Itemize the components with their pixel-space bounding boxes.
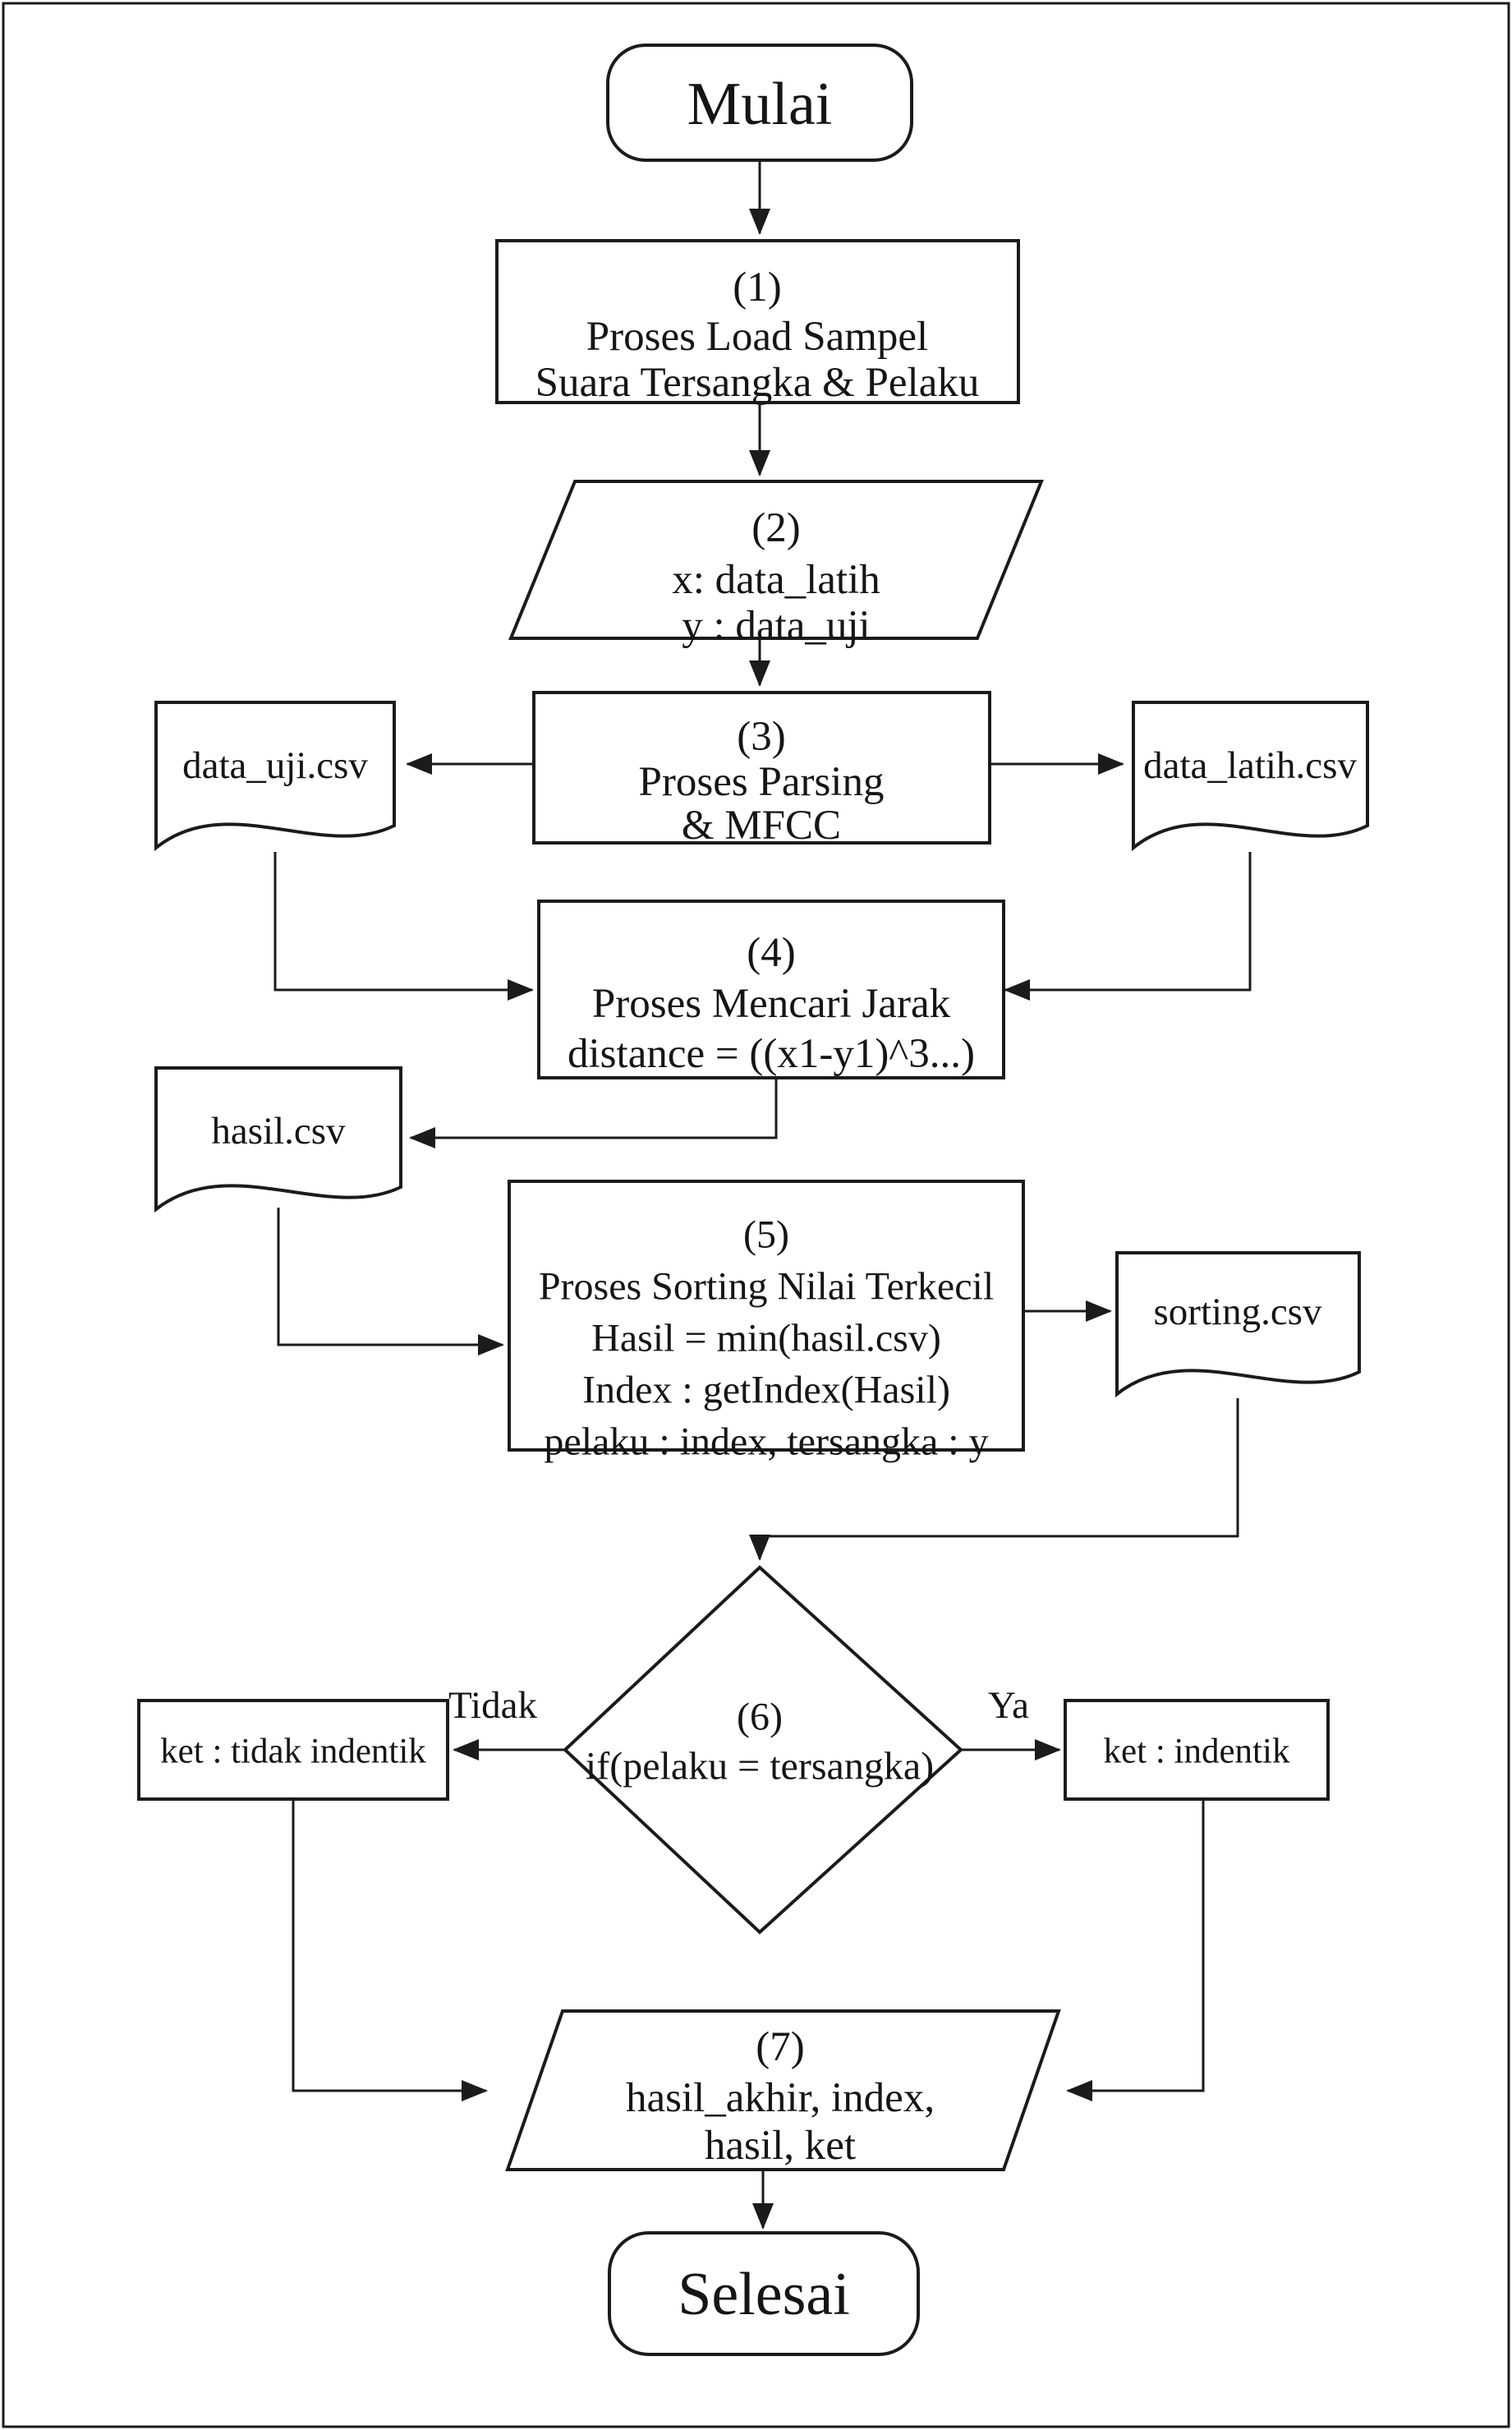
process-3-line: (3) xyxy=(737,714,785,760)
io-7-line: hasil_akhir, index, xyxy=(626,2075,935,2121)
process-4-line: distance = ((x1-y1)^3...) xyxy=(568,1031,975,1077)
arrow-tidak-to-io7 xyxy=(292,1799,488,2101)
node-process-3-parsing-mfcc: (3) Proses Parsing & MFCC xyxy=(532,691,991,849)
start-label: Mulai xyxy=(687,71,833,138)
terminator-shape xyxy=(608,2231,920,2356)
io-2-line: x: data_latih xyxy=(672,557,880,603)
arrow-hasil-to-p5 xyxy=(277,1208,504,1355)
process-4-line: Proses Mencari Jarak xyxy=(592,981,951,1027)
process-5-line: (5) xyxy=(743,1213,789,1257)
arrow-data-latih-to-p4 xyxy=(1004,852,1252,1001)
arrow-p4-to-hasil xyxy=(409,1078,778,1148)
document-label: sorting.csv xyxy=(1154,1291,1322,1333)
io-shape xyxy=(508,480,1044,640)
node-process-1-load-sampel: (1) Proses Load Sampel Suara Tersangka &… xyxy=(495,239,1020,406)
result-label: ket : indentik xyxy=(1104,1733,1290,1771)
node-document-hasil: hasil.csv xyxy=(154,1066,402,1213)
io-2-line: (2) xyxy=(751,505,800,551)
process-1-line: Proses Load Sampel xyxy=(586,314,928,360)
document-label: data_uji.csv xyxy=(182,744,368,787)
document-label: data_latih.csv xyxy=(1143,744,1357,787)
decision-shape xyxy=(563,1565,963,1935)
result-shape xyxy=(1064,1699,1330,1801)
arrow-ya-to-io7 xyxy=(1066,1799,1205,2101)
node-document-sorting: sorting.csv xyxy=(1115,1251,1361,1398)
branch-label-tidak: Tidak xyxy=(448,1684,537,1727)
node-document-data-latih: data_latih.csv xyxy=(1132,701,1369,852)
node-document-data-uji: data_uji.csv xyxy=(154,701,396,852)
terminator-shape xyxy=(606,44,913,162)
document-shape xyxy=(1132,701,1369,852)
decision-6-line: if(pelaku = tersangka) xyxy=(586,1745,934,1788)
process-shape xyxy=(532,691,991,845)
io-2-line: y : data_uji xyxy=(682,603,870,649)
process-1-line: (1) xyxy=(733,265,781,311)
document-shape xyxy=(154,1066,402,1213)
node-result-indentik: ket : indentik xyxy=(1064,1699,1330,1801)
node-decision-6: (6) if(pelaku = tersangka) xyxy=(563,1565,963,1935)
process-5-line: Proses Sorting Nilai Terkecil xyxy=(539,1265,994,1309)
branch-label-ya: Ya xyxy=(988,1684,1029,1727)
connectors xyxy=(273,162,1252,2230)
process-shape xyxy=(508,1180,1025,1452)
process-5-line: Hasil = min(hasil.csv) xyxy=(591,1317,941,1360)
process-shape xyxy=(495,239,1020,404)
process-4-line: (4) xyxy=(747,930,795,976)
io-shape xyxy=(505,2009,1061,2171)
document-label: hasil.csv xyxy=(211,1110,346,1153)
decision-6-line: (6) xyxy=(737,1696,783,1739)
result-shape xyxy=(137,1699,449,1801)
node-process-5-sorting: (5) Proses Sorting Nilai Terkecil Hasil … xyxy=(508,1180,1025,1464)
io-7-line: (7) xyxy=(756,2024,804,2070)
process-3-line: & MFCC xyxy=(682,803,841,849)
process-1-line: Suara Tersangka & Pelaku xyxy=(535,360,980,406)
node-end-terminator: Selesai xyxy=(608,2231,920,2356)
process-3-line: Proses Parsing xyxy=(639,759,885,805)
node-result-tidak-indentik: ket : tidak indentik xyxy=(137,1699,449,1801)
process-5-line: Index : getIndex(Hasil) xyxy=(582,1369,950,1412)
result-label: ket : tidak indentik xyxy=(160,1733,426,1771)
document-shape xyxy=(1115,1251,1361,1398)
arrow-data-uji-to-p4 xyxy=(273,852,534,1001)
node-start-terminator: Mulai xyxy=(606,44,913,162)
node-process-4-mencari-jarak: (4) Proses Mencari Jarak distance = ((x1… xyxy=(537,900,1005,1079)
io-7-line: hasil, ket xyxy=(705,2123,856,2169)
process-5-line: pelaku : index, tersangka : y xyxy=(544,1420,988,1464)
arrow-sorting-to-decision xyxy=(749,1398,1239,1561)
process-shape xyxy=(537,900,1005,1079)
document-shape xyxy=(154,701,396,852)
node-io-2-input: (2) x: data_latih y : data_uji xyxy=(508,480,1044,649)
node-io-7-output: (7) hasil_akhir, index, hasil, ket xyxy=(505,2009,1061,2171)
end-label: Selesai xyxy=(678,2261,850,2328)
